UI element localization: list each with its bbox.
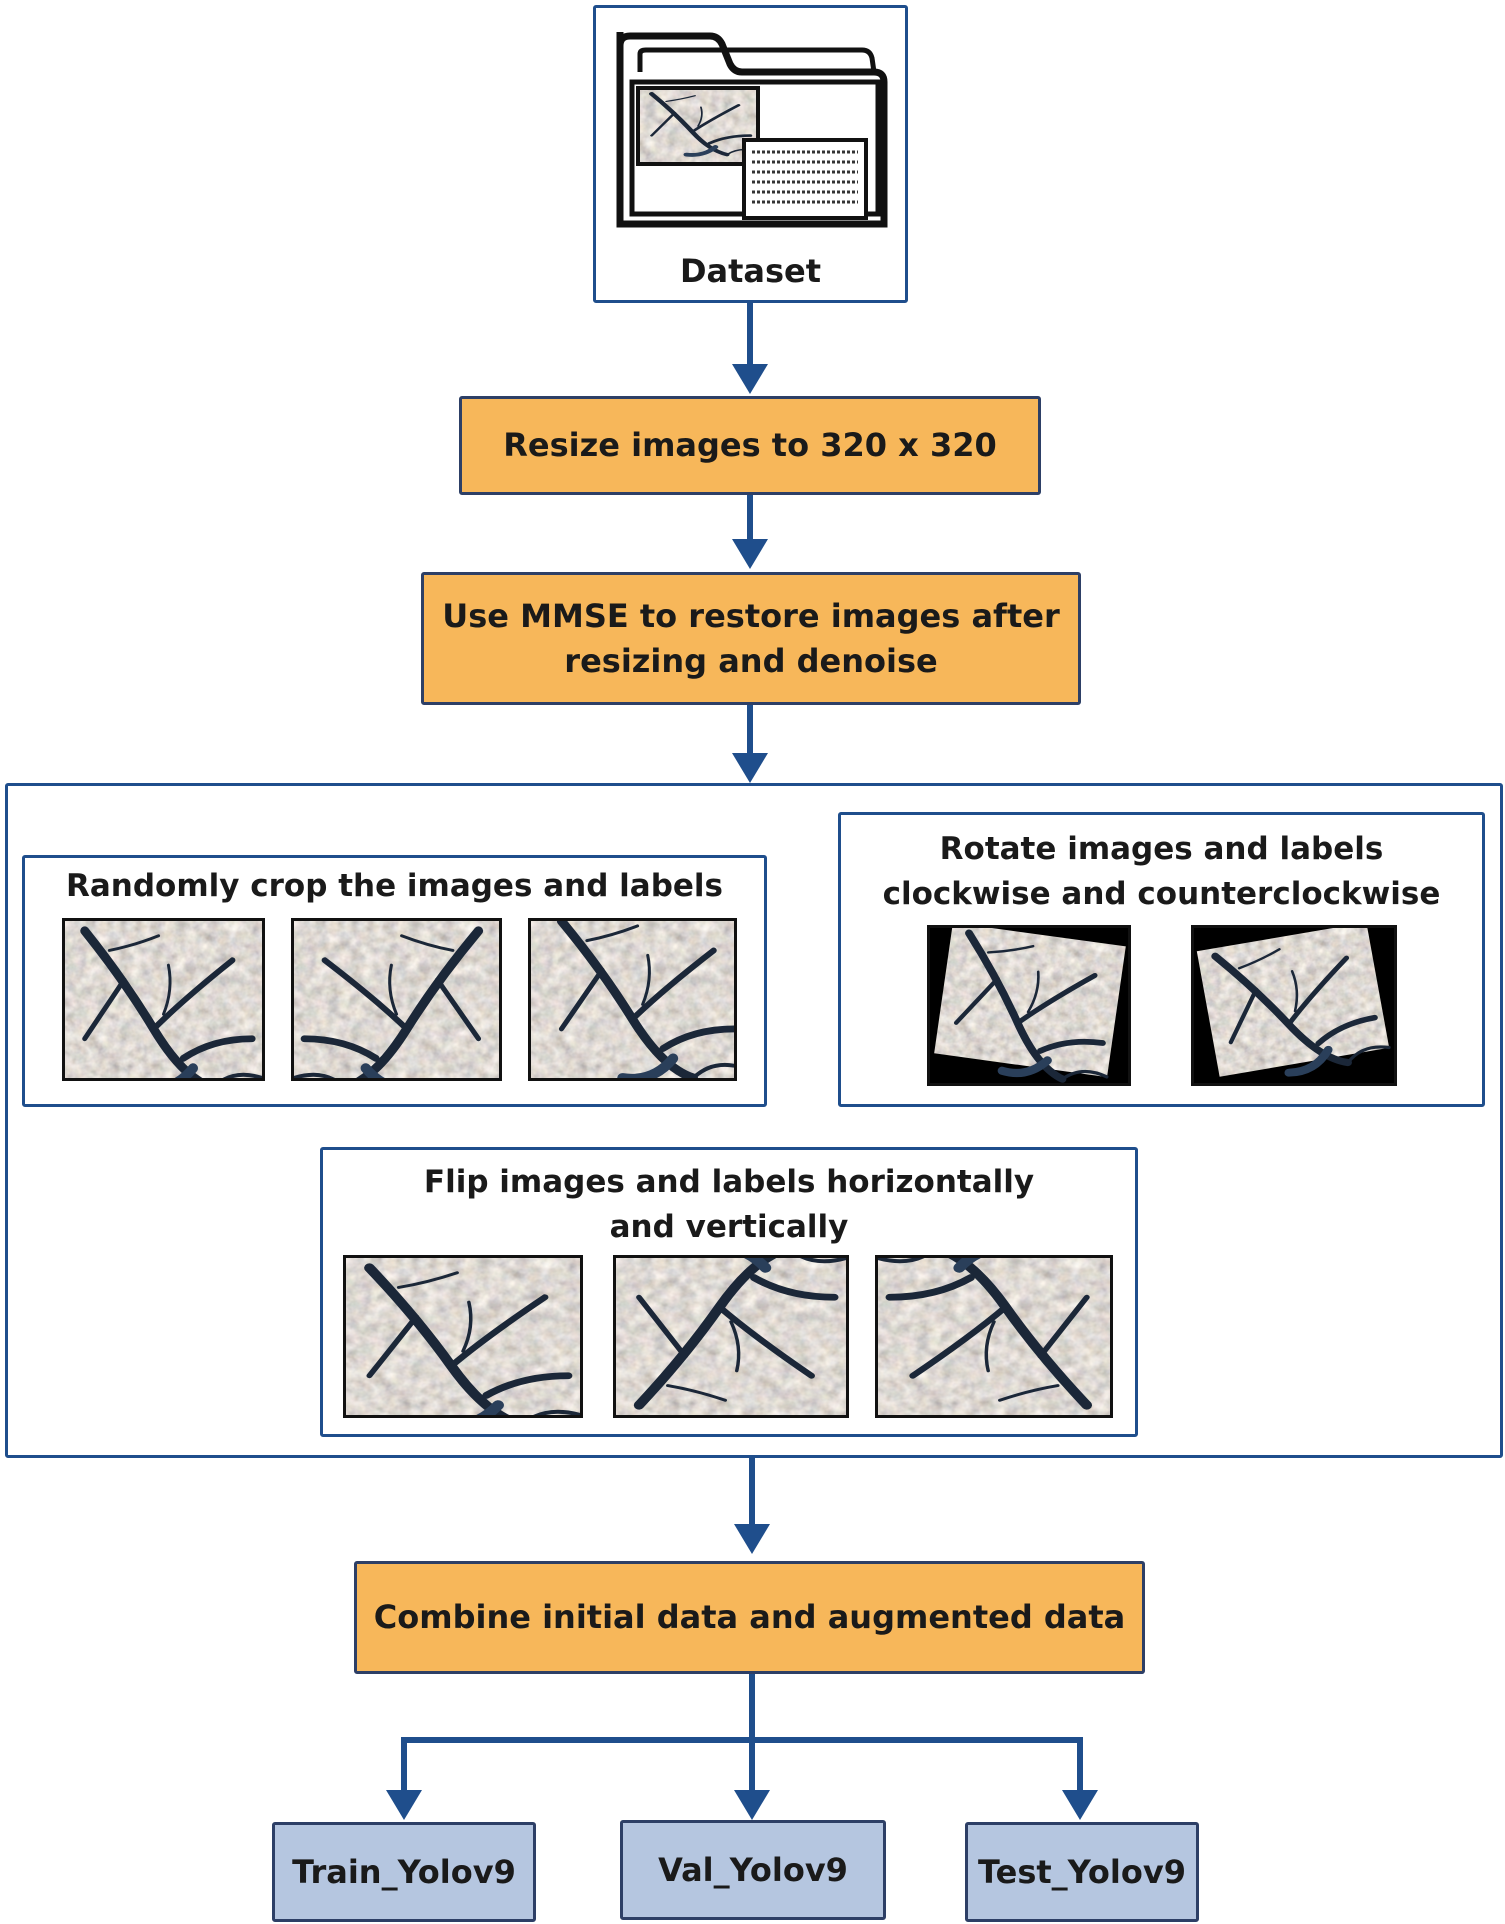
mmse-step-line2: resizing and denoise [564, 641, 938, 680]
arrowhead-4 [734, 1524, 770, 1554]
arrowhead-train [386, 1790, 422, 1820]
test-output: Test_Yolov9 [965, 1822, 1199, 1922]
val-output: Val_Yolov9 [620, 1820, 886, 1920]
combine-step: Combine initial data and augmented data [354, 1561, 1145, 1674]
branch-connector [401, 1737, 1083, 1803]
flip-group: Flip images and labels horizontally and … [320, 1147, 1138, 1437]
dataset-box: Dataset [593, 5, 908, 303]
arrowhead-2 [732, 539, 768, 569]
arrowhead-1 [732, 364, 768, 394]
dataset-label: Dataset [679, 252, 822, 290]
flip-image-original [343, 1255, 583, 1418]
crop-group: Randomly crop the images and labels [22, 855, 767, 1107]
rotate-image-clockwise [927, 925, 1131, 1086]
flip-title-line2: and vertically [609, 1208, 849, 1245]
resize-step-label: Resize images to 320 x 320 [503, 426, 997, 465]
rotate-group-title: Rotate images and labels clockwise and c… [841, 827, 1482, 917]
flip-image-vertical [613, 1255, 849, 1418]
flip-image-horizontal-vertical [875, 1255, 1113, 1418]
train-output-label: Train_Yolov9 [292, 1853, 516, 1891]
flip-title-line1: Flip images and labels horizontally [423, 1164, 1035, 1200]
rotate-title-line1: Rotate images and labels [939, 831, 1384, 867]
arrowhead-3 [732, 753, 768, 783]
train-output: Train_Yolov9 [272, 1822, 536, 1922]
crop-image-2 [291, 918, 502, 1081]
rotate-image-counterclockwise [1191, 925, 1397, 1086]
arrowhead-val [734, 1790, 770, 1820]
combine-step-label: Combine initial data and augmented data [373, 1598, 1126, 1637]
rotate-title-line2: clockwise and counterclockwise [882, 875, 1441, 912]
flip-group-title: Flip images and labels horizontally and … [323, 1160, 1135, 1250]
crop-image-1 [62, 918, 265, 1081]
crop-image-3 [528, 918, 737, 1081]
rotate-group: Rotate images and labels clockwise and c… [838, 812, 1485, 1107]
crop-group-title: Randomly crop the images and labels [65, 868, 724, 904]
val-output-label: Val_Yolov9 [658, 1851, 848, 1889]
folder-dataset-icon [616, 32, 888, 228]
arrowhead-test [1062, 1790, 1098, 1820]
test-output-label: Test_Yolov9 [978, 1853, 1186, 1891]
mmse-step-line1: Use MMSE to restore images after [442, 596, 1060, 635]
resize-step: Resize images to 320 x 320 [459, 396, 1041, 495]
mmse-step: Use MMSE to restore images after resizin… [421, 572, 1081, 705]
